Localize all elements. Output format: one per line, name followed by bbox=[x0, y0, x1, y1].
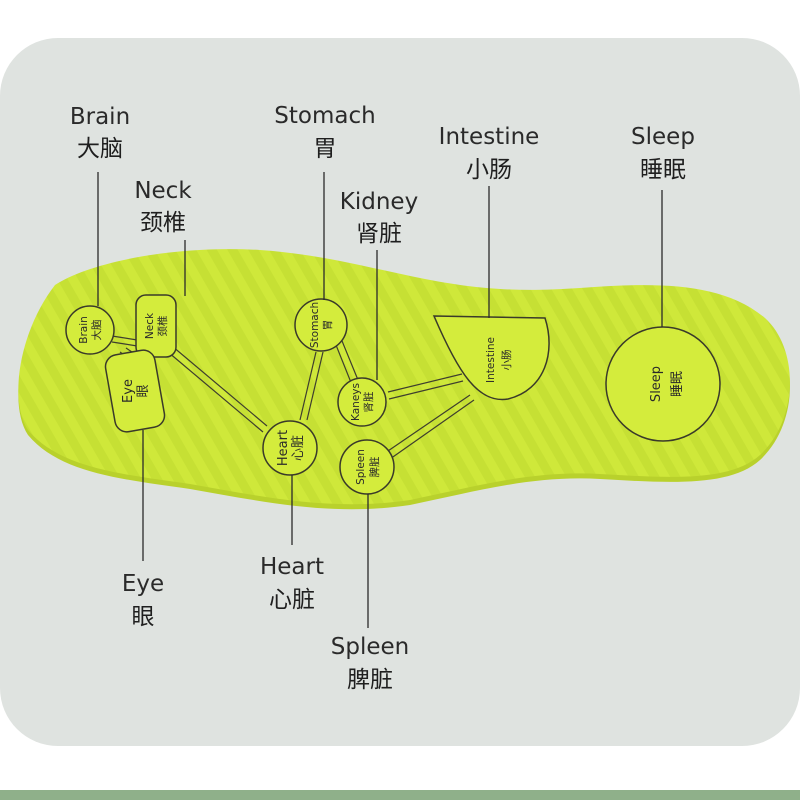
svg-text:Sleep: Sleep bbox=[649, 366, 664, 402]
svg-text:Stomach: Stomach bbox=[274, 103, 375, 129]
label-kidney: Kidney 肾脏 bbox=[340, 189, 418, 247]
label-brain: Brain 大脑 bbox=[70, 104, 130, 162]
label-sleep: Sleep 睡眠 bbox=[631, 124, 695, 183]
svg-text:心脏: 心脏 bbox=[291, 435, 306, 461]
svg-text:Spleen: Spleen bbox=[355, 449, 367, 485]
svg-text:Eye: Eye bbox=[122, 571, 164, 597]
pad-brain: Brain 大脑 bbox=[65, 305, 115, 355]
label-neck: Neck 颈椎 bbox=[134, 178, 192, 236]
svg-text:大脑: 大脑 bbox=[77, 136, 123, 162]
pad-kidney: Kaneys 肾脏 bbox=[337, 377, 387, 427]
pad-eye: Eye 眼 bbox=[104, 349, 166, 433]
svg-text:Spleen: Spleen bbox=[331, 634, 409, 660]
svg-text:小肠: 小肠 bbox=[466, 157, 512, 183]
svg-text:Heart: Heart bbox=[276, 430, 291, 466]
pad-stomach: Stomach 胃 bbox=[294, 298, 348, 352]
svg-text:大脑: 大脑 bbox=[90, 320, 103, 341]
svg-text:Brain: Brain bbox=[70, 104, 130, 130]
svg-text:Neck: Neck bbox=[134, 178, 192, 204]
label-heart: Heart 心脏 bbox=[260, 554, 324, 613]
pad-sleep: Sleep 睡眠 bbox=[605, 326, 721, 442]
insole bbox=[18, 249, 790, 510]
svg-text:胃: 胃 bbox=[322, 320, 334, 331]
svg-text:睡眠: 睡眠 bbox=[670, 371, 685, 397]
svg-text:Brain: Brain bbox=[78, 316, 90, 344]
leader-lines bbox=[97, 172, 663, 628]
label-spleen: Spleen 脾脏 bbox=[331, 634, 409, 693]
pad-intestine: Intestine 小肠 bbox=[432, 315, 550, 401]
svg-text:Stomach: Stomach bbox=[309, 302, 321, 348]
svg-text:Kaneys: Kaneys bbox=[350, 383, 362, 421]
bottom-strip bbox=[0, 790, 800, 800]
pad-neck: Neck 颈椎 bbox=[135, 294, 177, 358]
pad-connectors bbox=[111, 335, 475, 460]
svg-text:脾脏: 脾脏 bbox=[368, 457, 381, 478]
svg-text:颈椎: 颈椎 bbox=[140, 210, 186, 236]
pad-heart: Heart 心脏 bbox=[262, 420, 318, 476]
label-intestine: Intestine 小肠 bbox=[439, 124, 540, 183]
label-eye: Eye 眼 bbox=[122, 571, 164, 630]
label-stomach: Stomach 胃 bbox=[274, 103, 375, 162]
svg-text:Kidney: Kidney bbox=[340, 189, 418, 215]
svg-text:睡眠: 睡眠 bbox=[640, 157, 686, 183]
svg-text:眼: 眼 bbox=[132, 604, 155, 630]
svg-text:肾脏: 肾脏 bbox=[362, 392, 375, 413]
svg-text:Intestine: Intestine bbox=[439, 124, 540, 150]
svg-text:眼: 眼 bbox=[136, 384, 151, 397]
svg-text:Neck: Neck bbox=[144, 312, 156, 339]
pad-spleen: Spleen 脾脏 bbox=[339, 439, 395, 495]
svg-text:肾脏: 肾脏 bbox=[356, 221, 402, 247]
svg-text:Eye: Eye bbox=[121, 379, 136, 403]
svg-text:小肠: 小肠 bbox=[501, 350, 513, 371]
svg-text:颈椎: 颈椎 bbox=[156, 316, 169, 337]
svg-text:脾脏: 脾脏 bbox=[347, 667, 393, 693]
svg-text:Heart: Heart bbox=[260, 554, 324, 580]
svg-text:心脏: 心脏 bbox=[269, 587, 315, 613]
svg-text:Intestine: Intestine bbox=[485, 337, 497, 383]
svg-text:胃: 胃 bbox=[314, 136, 337, 162]
svg-text:Sleep: Sleep bbox=[631, 124, 695, 150]
